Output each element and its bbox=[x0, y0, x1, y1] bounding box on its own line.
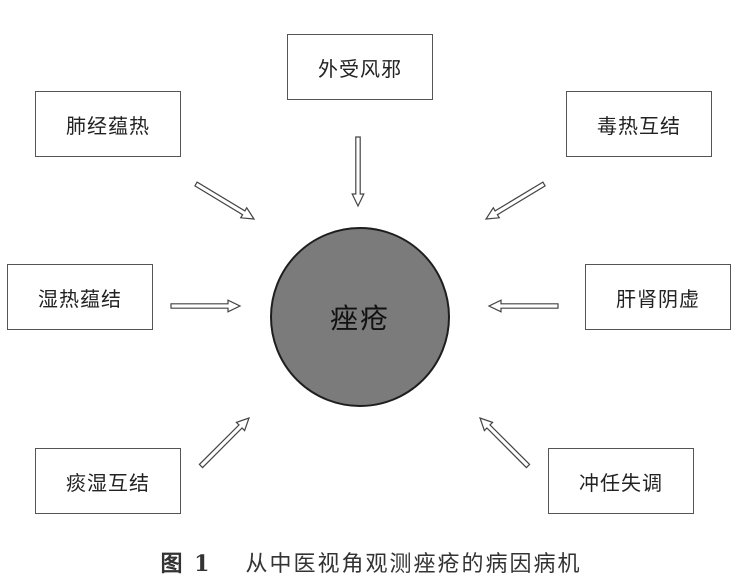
figure-caption: 图 1 从中医视角观测痤疮的病因病机 bbox=[0, 542, 742, 582]
arrow-top bbox=[351, 136, 365, 208]
cause-box-top-right: 毒热互结 bbox=[566, 91, 712, 157]
figure-number: 图 1 bbox=[160, 551, 212, 577]
arrow-left bbox=[170, 299, 242, 313]
center-circle: 痤疮 bbox=[270, 227, 450, 407]
figure-title: 从中医视角观测痤疮的病因病机 bbox=[245, 552, 582, 577]
cause-label-left: 湿热蕴结 bbox=[38, 286, 122, 311]
arrow-bottom-right bbox=[479, 417, 531, 469]
arrow-bottom-left bbox=[198, 417, 250, 469]
cause-box-top-left: 肺经蕴热 bbox=[35, 91, 181, 157]
cause-label-top-left: 肺经蕴热 bbox=[66, 113, 150, 138]
arrow-top-left bbox=[194, 181, 256, 220]
arrow-right bbox=[487, 299, 559, 313]
etiology-diagram: 外受风邪 肺经蕴热 毒热互结 湿热蕴结 肝肾阴虚 痰湿互结 冲任失调 痤疮 bbox=[7, 34, 731, 514]
cause-box-left: 湿热蕴结 bbox=[7, 264, 153, 330]
cause-label-top: 外受风邪 bbox=[318, 56, 402, 81]
cause-box-right: 肝肾阴虚 bbox=[585, 264, 731, 330]
cause-label-bottom-right: 冲任失调 bbox=[579, 470, 663, 495]
cause-label-top-right: 毒热互结 bbox=[597, 113, 681, 138]
arrows-layer bbox=[170, 136, 559, 469]
cause-box-top: 外受风邪 bbox=[287, 34, 433, 100]
cause-box-bottom-left: 痰湿互结 bbox=[35, 448, 181, 514]
cause-label-bottom-left: 痰湿互结 bbox=[66, 470, 150, 495]
center-label: 痤疮 bbox=[329, 302, 390, 335]
cause-box-bottom-right: 冲任失调 bbox=[548, 448, 694, 514]
cause-label-right: 肝肾阴虚 bbox=[616, 286, 700, 311]
arrow-top-right bbox=[484, 181, 546, 220]
